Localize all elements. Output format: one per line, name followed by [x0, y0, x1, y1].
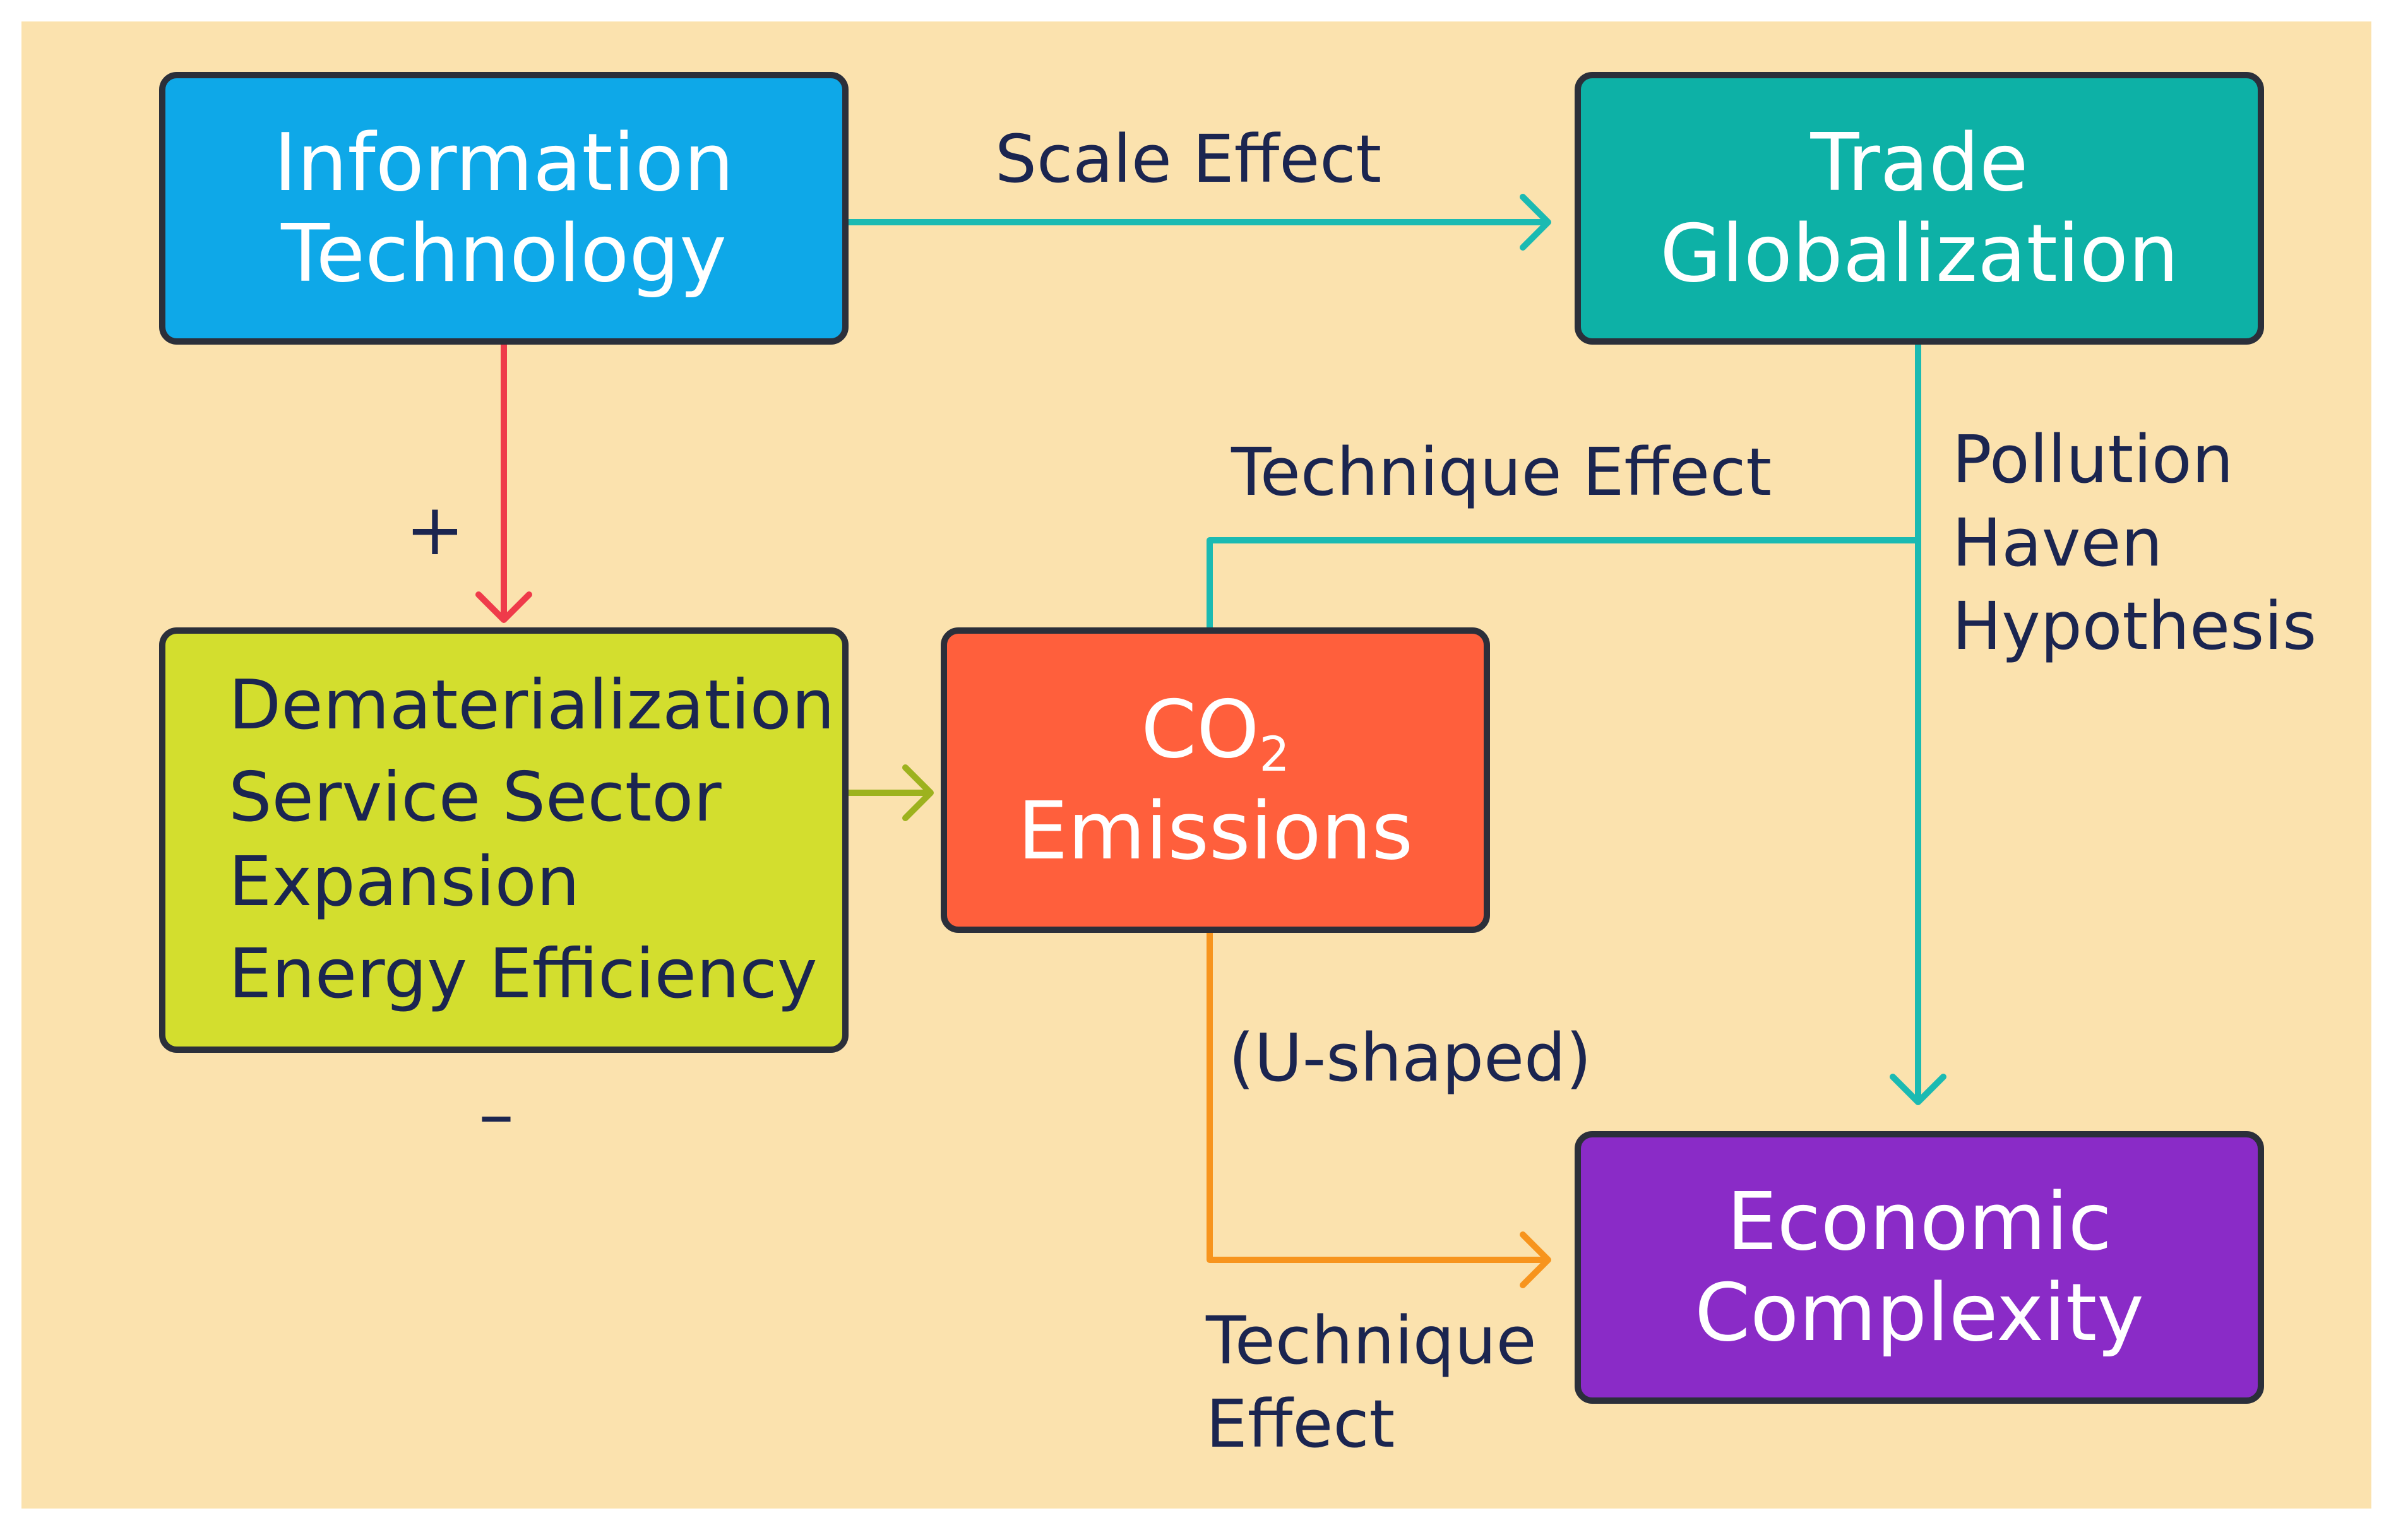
- node-co2-subscript: 2: [1259, 725, 1290, 782]
- node-economic-complexity-line-1: Economic: [1727, 1175, 2112, 1268]
- node-information-technology-line-1: Information: [273, 116, 734, 209]
- node-dematerialization-line-1: Dematerialization: [229, 666, 835, 745]
- node-trade-globalization-line-1: Trade: [1810, 116, 2029, 209]
- node-co2-main: CO: [1141, 682, 1260, 776]
- label-scale-effect: Scale Effect: [995, 121, 1382, 198]
- node-trade-globalization-line-2: Globalization: [1660, 207, 2179, 300]
- arrow-trade-to-economic-complexity: [1890, 345, 1946, 1105]
- node-information-technology-line-2: Technology: [281, 207, 727, 300]
- label-plus-sign: +: [405, 489, 465, 571]
- node-co2-line-2: Emissions: [1017, 784, 1414, 877]
- label-pollution-haven-hypothesis: Pollution Haven Hypothesis: [1952, 418, 2316, 668]
- label-minus-sign: –: [479, 1074, 514, 1156]
- arrow-dematerialization-to-co2: [849, 764, 934, 821]
- node-dematerialization-line-2: Service Sector: [229, 758, 722, 837]
- label-technique-bottom-line-1: Technique: [1206, 1302, 1537, 1379]
- node-economic-complexity: Economic Complexity: [1575, 1131, 2264, 1404]
- label-technique-bottom-line-2: Effect: [1206, 1385, 1395, 1462]
- label-technique-effect-top: Technique Effect: [1231, 434, 1772, 511]
- node-trade-globalization: Trade Globalization: [1575, 72, 2264, 345]
- arrow-scale-effect: [849, 194, 1551, 251]
- connector-technique-effect-top: [1207, 537, 1918, 627]
- node-dematerialization-line-3: Expansion: [229, 843, 580, 922]
- label-u-shaped: (U-shaped): [1229, 1019, 1592, 1096]
- node-dematerialization-line-4: Energy Efficiency: [229, 935, 818, 1014]
- label-pollution-line-3: Hypothesis: [1952, 588, 2317, 665]
- node-economic-complexity-line-2: Complexity: [1695, 1266, 2144, 1359]
- connector-layer: [475, 194, 1946, 1288]
- label-pollution-line-1: Pollution: [1952, 421, 2234, 498]
- node-dematerialization: Dematerialization Service Sector Expansi…: [159, 627, 849, 1053]
- arrow-it-to-dematerialization: [475, 345, 532, 623]
- label-technique-effect-bottom: Technique Effect: [1206, 1299, 1537, 1466]
- node-information-technology: Information Technology: [159, 72, 849, 345]
- diagram-canvas: Information Technology Trade Globalizati…: [21, 21, 2371, 1509]
- label-pollution-line-2: Haven: [1952, 504, 2163, 581]
- node-co2-title: CO2: [1141, 684, 1290, 786]
- arrow-co2-to-economic-complexity: [1207, 933, 1551, 1288]
- node-co2-emissions: CO2 Emissions: [941, 627, 1490, 933]
